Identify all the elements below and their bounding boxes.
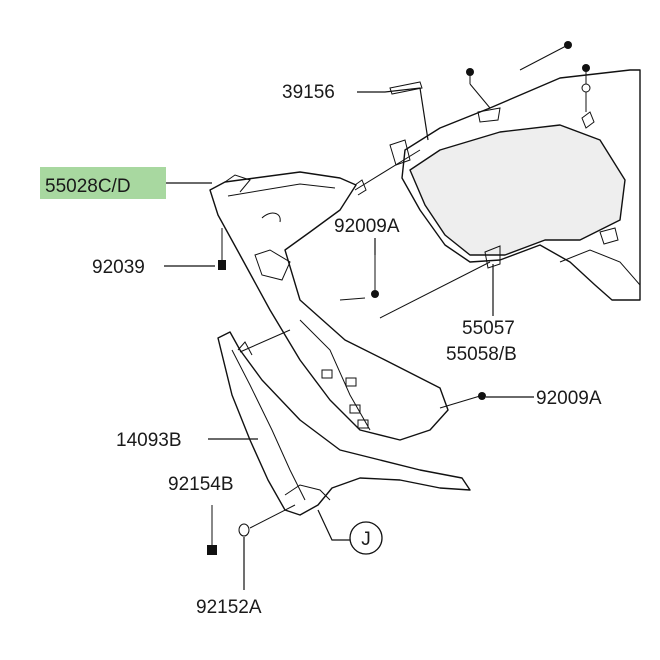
washer-92152a-icon [238,523,250,537]
bolt-92009a-right-head-icon [478,392,486,400]
assembly-guides [239,149,491,353]
right-bolt-head-icon [582,64,590,72]
side-cover-upper-part [389,41,641,301]
label-92152a: 92152A [196,597,262,618]
callouts: 39156 55028C/D 92039 92009A 55057 55058/… [40,81,602,618]
bolt-92009a-top-head-icon [371,290,379,298]
side-cover-tab [477,107,501,123]
side-cover-inner-panel [409,124,626,256]
mid-cover-slot-1 [321,369,333,379]
mid-cover-front-tab [224,174,251,193]
side-cover-front-tab [389,139,411,166]
lower-cover-crease [231,349,306,501]
mid-cover-emblem [254,249,291,281]
lower-cover-outline [217,331,471,516]
label-j: J [361,529,371,550]
top-bolt-head-icon [466,68,474,76]
lower-cover-bracket [284,484,331,501]
reference-circle-j [349,521,383,555]
mid-cover-slot-3 [349,404,361,414]
label-92039: 92039 [92,257,145,278]
guide-mid-top-to-side [354,149,421,191]
side-cover-lower-edge [559,249,641,286]
guide-mid-to-side [379,261,491,319]
mid-cover-outline [209,171,449,441]
label-92009a-right: 92009A [536,388,602,409]
label-92009a-top: 92009A [334,216,400,237]
label-14093b: 14093B [116,430,182,451]
fasteners [207,228,486,555]
upper-screw-guide [519,45,567,71]
highlight-box [40,167,166,199]
lower-cover-part [217,331,471,516]
mid-cover-rear-tab [354,179,367,196]
leader-39156 [357,87,429,141]
mid-cover-part [209,171,449,441]
mid-cover-top-ridge [227,183,336,197]
side-cover-grommet [599,227,619,245]
part-39156-strip [389,81,423,95]
label-55058-b: 55058/B [446,344,517,365]
label-55057: 55057 [462,318,515,339]
bolt-92154b-head-icon [207,545,217,555]
mid-cover-slot-2 [345,377,357,387]
upper-screw-head-icon [564,41,572,49]
guide-bolt-to-mid [339,297,366,301]
lower-cover-top-tab [237,341,253,356]
label-39156: 39156 [282,82,335,103]
top-bolt-guide [469,83,491,109]
mid-cover-slot-4 [357,419,369,429]
screw-92039-head-icon [218,260,226,270]
right-washer-icon [581,83,591,93]
washer-guide-line [249,504,296,529]
mid-cover-hook [261,212,281,223]
side-cover-clip [581,111,595,129]
leader-j [317,509,350,541]
label-55028c-d: 55028C/D [45,176,131,197]
side-cover-bottom-tab [484,245,501,269]
label-92154b: 92154B [168,474,234,495]
guide-lower-to-mid [239,329,291,353]
bolt-92009a-right-shaft [439,395,481,409]
